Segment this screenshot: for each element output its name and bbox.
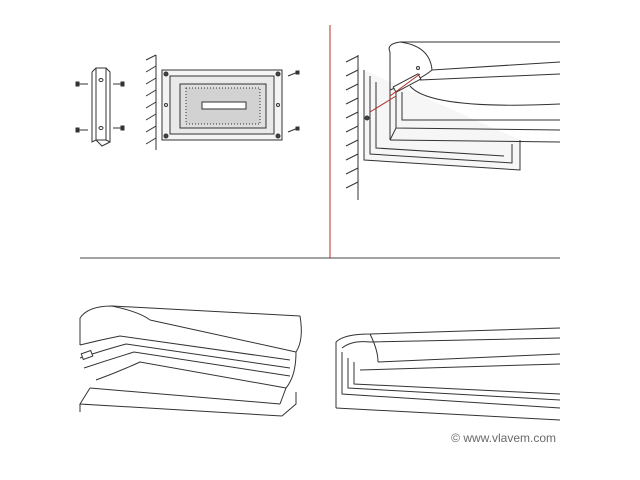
wall-section-2 bbox=[346, 55, 358, 200]
wall-lamp-body bbox=[389, 42, 560, 142]
installed-lamp-right bbox=[336, 328, 560, 420]
mounting-bracket bbox=[92, 68, 110, 146]
wall-section-1 bbox=[146, 55, 156, 150]
hanging-screw bbox=[370, 74, 421, 112]
bracket-screws bbox=[76, 82, 124, 132]
panel-step-1 bbox=[76, 55, 299, 150]
watermark-text: © www.vlavem.com bbox=[451, 431, 556, 445]
plate-screws bbox=[288, 71, 299, 132]
wall-plate-front bbox=[162, 70, 282, 140]
panel-step-3 bbox=[80, 306, 301, 416]
installed-lamp-left bbox=[80, 306, 301, 416]
panel-step-2 bbox=[346, 42, 560, 200]
panel-step-4 bbox=[336, 328, 560, 420]
